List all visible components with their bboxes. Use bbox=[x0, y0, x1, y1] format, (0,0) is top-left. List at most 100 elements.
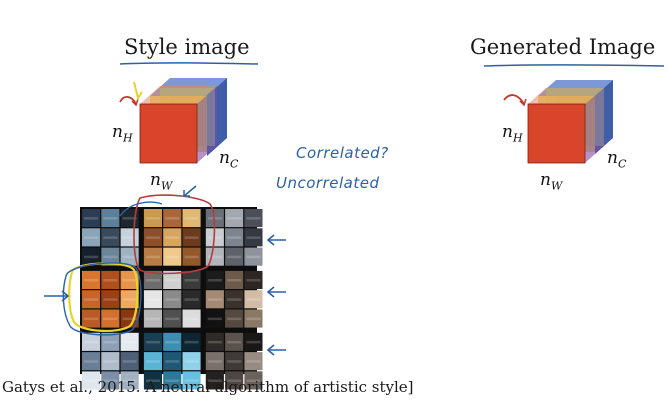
feature-tile-texture bbox=[227, 279, 242, 282]
feature-tile bbox=[182, 309, 201, 328]
feature-tile-texture bbox=[145, 340, 160, 344]
feature-tile-texture bbox=[207, 360, 222, 363]
feature-tile bbox=[82, 247, 101, 266]
feature-tile bbox=[205, 290, 224, 309]
blue-circle-annotation bbox=[62, 262, 142, 336]
feature-tile bbox=[163, 228, 182, 247]
generated-image-title: Generated Image bbox=[470, 35, 656, 59]
feature-tile-texture bbox=[184, 279, 199, 282]
feature-tile bbox=[225, 290, 244, 309]
feature-tile bbox=[82, 352, 101, 371]
feature-tile bbox=[143, 228, 162, 247]
style-red-arrow bbox=[119, 96, 137, 105]
feature-tile-texture bbox=[227, 236, 242, 239]
feature-tile bbox=[163, 371, 182, 390]
row-arrow-top bbox=[266, 234, 286, 246]
feature-tile bbox=[120, 270, 139, 289]
generated-nc-label: nC bbox=[607, 148, 627, 171]
feature-tile-texture bbox=[84, 379, 99, 382]
feature-tile-texture bbox=[246, 255, 261, 259]
citation-text: Gatys et al., 2015. A neural algorithm o… bbox=[2, 378, 414, 396]
feature-tile-texture bbox=[84, 360, 99, 363]
feature-tile bbox=[225, 209, 244, 228]
feature-tile-texture bbox=[227, 298, 242, 301]
feature-tile-texture bbox=[184, 360, 199, 363]
feature-tile bbox=[182, 209, 201, 228]
feature-tile-texture bbox=[103, 379, 118, 382]
feature-tile bbox=[205, 371, 224, 390]
feature-tile-texture bbox=[207, 279, 222, 282]
feature-tile-texture bbox=[122, 217, 137, 220]
feature-tile bbox=[225, 228, 244, 247]
feature-tile-texture bbox=[184, 255, 199, 259]
feature-tile-texture bbox=[207, 255, 222, 259]
feature-tile bbox=[82, 290, 101, 309]
feature-tile bbox=[225, 309, 244, 328]
feature-tile-texture bbox=[184, 236, 199, 239]
feature-tile-texture bbox=[165, 236, 180, 239]
feature-tile bbox=[225, 247, 244, 266]
feature-tile bbox=[82, 309, 101, 328]
feature-tile bbox=[120, 309, 139, 328]
generated-title-underline bbox=[483, 64, 665, 67]
feature-tile bbox=[101, 209, 120, 228]
feature-tile bbox=[101, 309, 120, 328]
feature-tile-texture bbox=[103, 360, 118, 363]
feature-tile bbox=[205, 270, 224, 289]
feature-tile bbox=[244, 352, 263, 371]
feature-tile bbox=[120, 371, 139, 390]
feature-tile bbox=[143, 290, 162, 309]
feature-tile bbox=[182, 371, 201, 390]
feature-tile-texture bbox=[122, 298, 137, 301]
feature-tile-texture bbox=[122, 236, 137, 239]
feature-tile bbox=[244, 247, 263, 266]
feature-tile bbox=[182, 247, 201, 266]
feature-tile-texture bbox=[145, 279, 160, 282]
feature-tile-texture bbox=[84, 217, 99, 220]
feature-tile bbox=[244, 270, 263, 289]
blue-arc-annotation bbox=[119, 201, 163, 217]
feature-tile bbox=[143, 309, 162, 328]
feature-tile bbox=[101, 352, 120, 371]
feature-tile-texture bbox=[227, 340, 242, 344]
feature-tile-texture bbox=[122, 379, 137, 382]
feature-tile-texture bbox=[122, 279, 137, 282]
row-arrow-middle bbox=[266, 286, 286, 298]
feature-tile-texture bbox=[84, 255, 99, 259]
feature-tile-texture bbox=[145, 360, 160, 363]
feature-tile bbox=[182, 290, 201, 309]
feature-tile bbox=[163, 247, 182, 266]
left-pointing-arrow bbox=[44, 290, 70, 302]
feature-tile-texture bbox=[165, 298, 180, 301]
feature-tile bbox=[143, 270, 162, 289]
feature-tile-texture bbox=[184, 379, 199, 382]
feature-tile-texture bbox=[227, 317, 242, 321]
feature-tile-texture bbox=[103, 255, 118, 259]
feature-tile-texture bbox=[165, 279, 180, 282]
feature-tile bbox=[225, 270, 244, 289]
feature-tile bbox=[244, 309, 263, 328]
feature-tile bbox=[120, 290, 139, 309]
feature-tile bbox=[182, 228, 201, 247]
feature-tile-texture bbox=[165, 360, 180, 363]
feature-tile-texture bbox=[103, 298, 118, 301]
feature-tile-texture bbox=[184, 317, 199, 321]
feature-tile-texture bbox=[122, 317, 137, 321]
feature-tile bbox=[244, 228, 263, 247]
feature-tile-texture bbox=[103, 317, 118, 321]
feature-tile-texture bbox=[145, 317, 160, 321]
feature-tile-texture bbox=[246, 279, 261, 282]
style-volume-cube bbox=[139, 78, 227, 164]
feature-tile bbox=[101, 371, 120, 390]
feature-tile bbox=[82, 209, 101, 228]
feature-tile-texture bbox=[246, 379, 261, 382]
feature-tile-texture bbox=[84, 279, 99, 282]
red-circle-annotation bbox=[133, 194, 216, 275]
feature-tile-texture bbox=[103, 279, 118, 282]
feature-tile bbox=[244, 209, 263, 228]
feature-tile bbox=[82, 371, 101, 390]
feature-tile bbox=[82, 332, 101, 351]
feature-tile-texture bbox=[145, 217, 160, 220]
feature-tile-texture bbox=[122, 360, 137, 363]
